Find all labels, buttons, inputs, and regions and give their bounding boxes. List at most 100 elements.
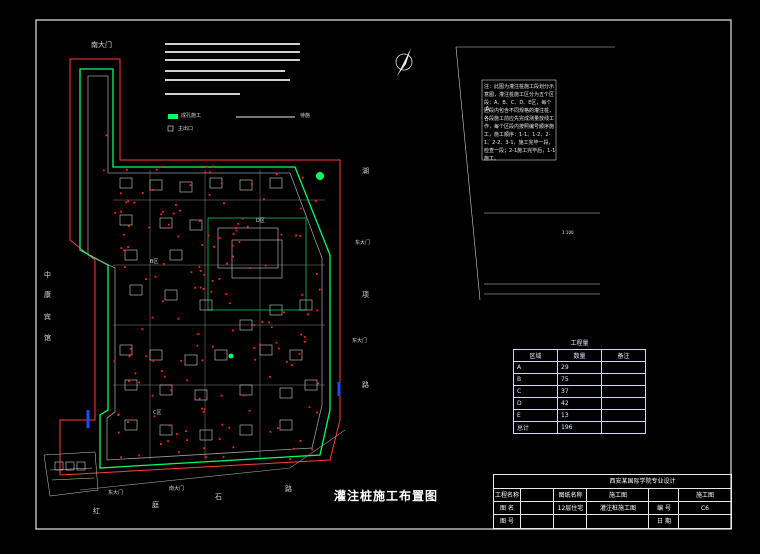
pile xyxy=(160,370,163,372)
note-main: 注：此图为灌注桩施工段划分示意图，灌注桩施工区分为五个区段：A、B、C、D、E区… xyxy=(484,84,556,161)
pile xyxy=(179,209,181,212)
pile xyxy=(201,244,204,246)
pile xyxy=(268,376,271,378)
tb-cell: C6 xyxy=(678,502,731,515)
tb-cell xyxy=(648,489,679,502)
pile xyxy=(128,380,130,383)
pile xyxy=(199,270,202,272)
zone-b-label: B区 xyxy=(150,259,159,265)
pile-cap xyxy=(149,349,163,361)
table-header-row: 区域 数量 备注 xyxy=(513,349,646,362)
pile xyxy=(202,410,205,413)
pile xyxy=(209,171,211,174)
road-left-1: 中 xyxy=(44,271,51,279)
pile xyxy=(248,409,251,412)
pile xyxy=(218,438,221,440)
pile xyxy=(128,355,131,358)
tb-cell xyxy=(520,515,554,528)
pile xyxy=(120,456,122,459)
pile xyxy=(251,183,253,185)
pile xyxy=(208,193,211,196)
table-cell xyxy=(601,373,646,386)
pile xyxy=(228,426,231,429)
tb-cell: 日 期 xyxy=(648,515,679,528)
pile-cap xyxy=(239,179,253,191)
pile-cap xyxy=(279,419,293,431)
tb-cell xyxy=(553,515,587,528)
table-cell: 37 xyxy=(557,385,602,398)
pile xyxy=(299,207,302,210)
tb-cell xyxy=(520,489,554,502)
pile xyxy=(145,355,148,358)
structural-grid xyxy=(113,170,325,460)
pile-cap xyxy=(239,319,253,331)
pile xyxy=(201,359,204,362)
pile xyxy=(299,440,302,442)
pile xyxy=(176,433,178,435)
pile xyxy=(185,430,187,432)
pile xyxy=(232,255,234,258)
pile xyxy=(210,290,213,293)
table-cell xyxy=(601,385,646,398)
pile-cap xyxy=(279,387,293,399)
pile xyxy=(318,288,321,291)
pile xyxy=(237,222,240,225)
pile xyxy=(186,439,188,441)
core-box-2 xyxy=(231,239,283,279)
road-bottom-2: 庭 xyxy=(152,501,159,509)
pile-caps xyxy=(119,177,318,441)
road-left-3: 宾 xyxy=(44,313,51,321)
gate-top-label: 南大门 xyxy=(91,41,112,49)
tb-cell: 图纸名称 xyxy=(553,489,587,502)
pile-cap xyxy=(194,389,208,401)
pile xyxy=(221,423,224,426)
tb-cell xyxy=(520,502,554,515)
pile xyxy=(268,321,270,324)
pile-cap xyxy=(239,424,253,436)
pile xyxy=(117,414,120,416)
pile xyxy=(242,394,245,397)
legend-label-2: 待施 xyxy=(300,113,311,119)
pile xyxy=(226,262,228,265)
table-cell: 75 xyxy=(557,373,602,386)
pile xyxy=(205,165,208,168)
pile-cap xyxy=(239,384,253,396)
pile-cap xyxy=(189,219,203,231)
table-cell xyxy=(601,361,646,374)
pile xyxy=(162,300,164,303)
pile xyxy=(180,359,183,362)
pile xyxy=(155,168,158,171)
pile xyxy=(127,225,130,227)
note-panel xyxy=(455,46,615,301)
pile xyxy=(289,458,292,460)
legend-swatch-1 xyxy=(168,114,178,119)
pile-cap xyxy=(214,349,228,361)
pile xyxy=(198,220,201,222)
pile xyxy=(315,273,318,275)
pile xyxy=(275,341,278,344)
piles xyxy=(103,134,321,460)
pile-cap xyxy=(159,424,173,436)
pile xyxy=(177,235,180,238)
pile xyxy=(253,347,256,350)
pile xyxy=(198,397,201,400)
table-cell: C xyxy=(513,385,558,398)
pile-cap xyxy=(269,177,283,189)
top-note-lines xyxy=(165,43,300,95)
gate-right-1-label: 东大门 xyxy=(355,240,371,246)
pile xyxy=(264,264,267,267)
table-cell: 42 xyxy=(557,397,602,410)
tb-cell: 施工图 xyxy=(586,489,649,502)
pile xyxy=(277,427,279,429)
pile xyxy=(130,353,132,356)
legend-swatch-3 xyxy=(167,125,174,132)
pile xyxy=(113,360,116,363)
pile xyxy=(197,333,200,335)
road-right-1: 湖 xyxy=(362,167,369,175)
pile xyxy=(190,271,193,274)
pile-cap xyxy=(129,284,143,296)
